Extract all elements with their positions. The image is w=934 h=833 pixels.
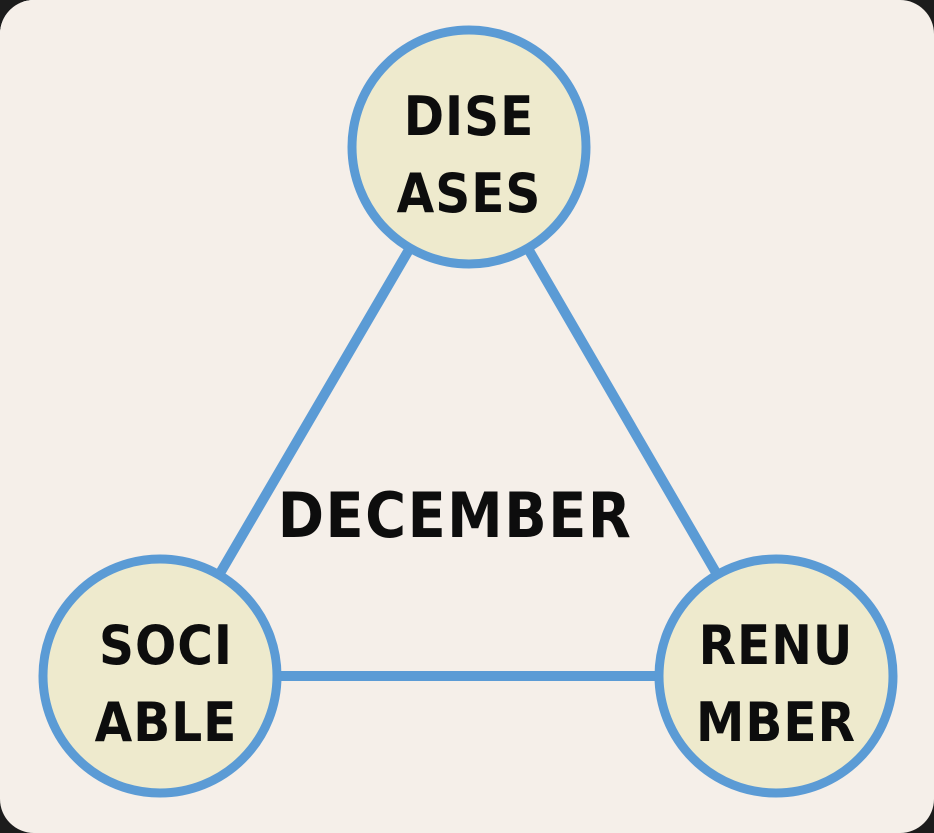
node-diseases[interactable]: DISE ASES (347, 25, 591, 269)
card-corner-top-left (0, 0, 40, 40)
node-sociable-label-line2: ABLE (95, 691, 238, 754)
center-word-label: DECEMBER (278, 479, 633, 552)
node-sociable-circle[interactable] (38, 554, 282, 798)
node-renumber-label-line1: RENU (699, 614, 854, 677)
node-sociable-label-line1: SOCI (99, 614, 233, 677)
node-sociable[interactable]: SOCI ABLE (38, 554, 282, 798)
node-renumber-label-line2: MBER (696, 691, 856, 754)
node-diseases-circle[interactable] (347, 25, 591, 269)
node-diseases-label-line2: ASES (397, 162, 542, 225)
node-renumber[interactable]: RENU MBER (654, 554, 898, 798)
node-renumber-circle[interactable] (654, 554, 898, 798)
node-diseases-label-line1: DISE (404, 85, 535, 148)
